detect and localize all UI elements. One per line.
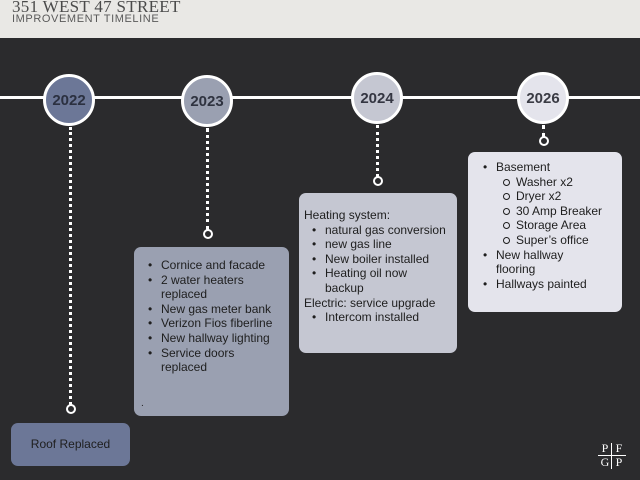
list-item: Intercom installed xyxy=(312,310,453,325)
year-label: 2024 xyxy=(360,89,394,107)
node-2023 xyxy=(203,229,213,239)
logo-letter: G xyxy=(600,455,610,469)
list-item: 30 Amp Breaker xyxy=(503,204,618,219)
node-2026 xyxy=(539,136,549,146)
list-item: New hallway flooring xyxy=(483,248,586,277)
year-circle-2023: 2023 xyxy=(181,75,233,127)
basement-label: Basement xyxy=(483,160,618,175)
year-label: 2026 xyxy=(526,89,560,107)
year-label: 2022 xyxy=(52,91,86,109)
electric-heading: Electric: service upgrade xyxy=(304,295,436,310)
logo-divider xyxy=(611,443,612,469)
connector-2024 xyxy=(376,125,379,177)
list-item: Cornice and facade xyxy=(148,258,283,273)
card-2024: Heating system: natural gas conversion n… xyxy=(299,193,457,353)
list-item: Dryer x2 xyxy=(503,189,618,204)
list-item: New gas meter bank xyxy=(148,302,283,317)
list-item: New boiler installed xyxy=(312,252,453,267)
year-label: 2023 xyxy=(190,92,224,110)
card-2026-list: Basement Washer x2 Dryer x2 30 Amp Break… xyxy=(483,160,618,292)
list-item: Service doors replaced xyxy=(148,346,283,375)
year-circle-2024: 2024 xyxy=(351,72,403,124)
heating-heading: Heating system: xyxy=(304,208,391,222)
list-item: Hallways painted xyxy=(483,277,618,292)
page-header: 351 WEST 47 STREET IMPROVEMENT TIMELINE xyxy=(0,0,640,38)
card-2026: Basement Washer x2 Dryer x2 30 Amp Break… xyxy=(468,152,622,312)
node-2024 xyxy=(373,176,383,186)
card-2023: Cornice and facade 2 water heaters repla… xyxy=(134,247,289,416)
connector-2023 xyxy=(206,128,209,230)
year-circle-2026: 2026 xyxy=(517,72,569,124)
connector-2022 xyxy=(69,127,72,405)
electric-list: Intercom installed xyxy=(304,310,453,325)
logo-divider xyxy=(598,455,626,456)
pfgp-logo: P F G P xyxy=(598,441,626,469)
list-item: New hallway lighting xyxy=(148,331,283,346)
logo-letter: P xyxy=(601,441,609,455)
list-item: 2 water heaters replaced xyxy=(148,273,283,302)
card-2022: Roof Replaced xyxy=(11,423,130,466)
node-2022 xyxy=(66,404,76,414)
list-item: Washer x2 xyxy=(503,175,618,190)
timeline-line xyxy=(0,96,640,99)
list-item: Verizon Fios fiberline xyxy=(148,316,283,331)
page-subtitle: IMPROVEMENT TIMELINE xyxy=(12,13,160,25)
heating-list: natural gas conversion new gas line New … xyxy=(304,223,453,296)
list-item: Super’s office xyxy=(503,233,618,248)
connector-2026 xyxy=(542,125,545,137)
year-circle-2022: 2022 xyxy=(43,74,95,126)
logo-letter: P xyxy=(615,455,623,469)
page-title: 351 WEST 47 STREET xyxy=(12,0,181,16)
card-2023-list: Cornice and facade 2 water heaters repla… xyxy=(148,258,283,375)
card-2022-text: Roof Replaced xyxy=(30,437,111,452)
list-item: Heating oil now backup xyxy=(312,266,425,295)
card-2023-trailing: . xyxy=(141,398,144,409)
list-item: natural gas conversion xyxy=(312,223,453,238)
logo-letter: F xyxy=(615,441,623,455)
list-item: Storage Area xyxy=(503,218,618,233)
list-item: new gas line xyxy=(312,237,453,252)
